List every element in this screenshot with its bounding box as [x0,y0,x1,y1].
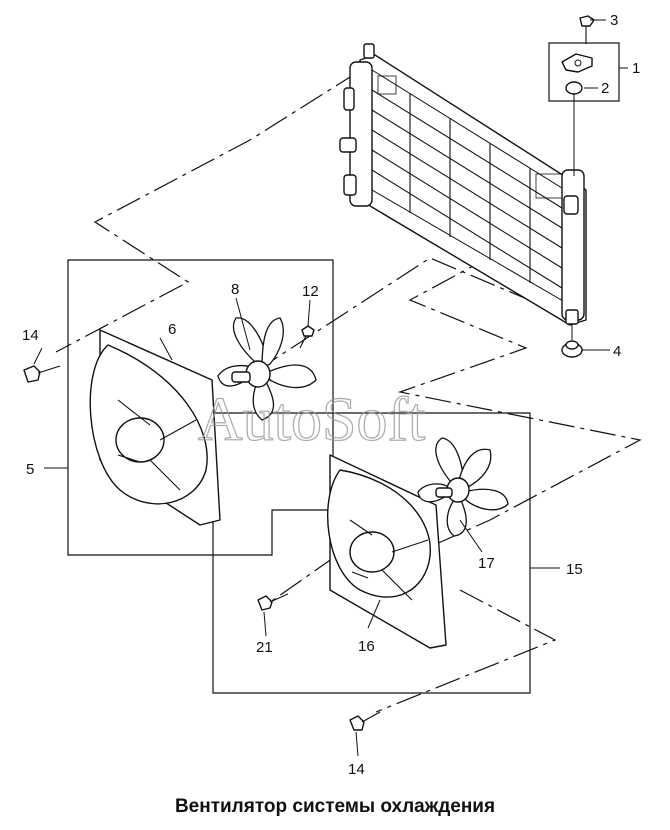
fan-shroud-6 [89,329,221,526]
callout-8: 8 [231,281,239,298]
bolt-12 [299,325,315,349]
group-5-frame [67,259,334,556]
fan-17 [417,437,509,537]
callout-16: 16 [358,638,375,655]
leader-lines [33,19,628,757]
callout-3: 3 [610,12,618,29]
callout-2: 2 [601,80,609,97]
group-1-frame [548,42,620,102]
callout-labels: 1 2 3 4 5 6 8 12 14 15 16 17 21 14 [22,12,640,778]
diagram-caption: Вентилятор системы охлаждения [174,796,496,817]
callout-14-upper: 14 [22,327,39,344]
callout-1: 1 [632,60,640,77]
callout-6: 6 [168,321,176,338]
radiator [339,43,587,326]
fan-8 [217,317,317,421]
bolt-21 [257,593,289,611]
grommet-2 [565,81,583,95]
bracket-1 [561,53,593,73]
watermark: AutoSoft [198,386,425,454]
bolt-3 [579,15,595,44]
callout-5: 5 [26,461,34,478]
bolt-14-lower [349,711,381,731]
callout-17: 17 [478,555,495,572]
callout-15: 15 [566,561,583,578]
fan-shroud-16 [327,454,447,649]
callout-12: 12 [302,283,319,300]
bolt-14-upper [23,365,61,383]
callout-4: 4 [613,343,621,360]
grommet-4 [561,340,583,358]
callout-14-lower: 14 [348,761,365,778]
callout-21: 21 [256,639,273,656]
